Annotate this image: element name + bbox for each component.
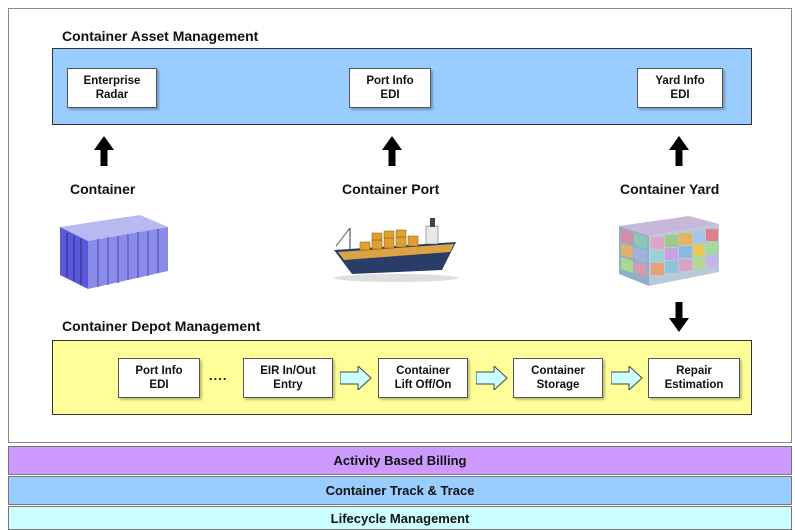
enterprise-radar-box: Enterprise Radar (67, 68, 157, 108)
container-storage-box: Container Storage (513, 358, 603, 398)
lifecycle-management-band: Lifecycle Management (8, 506, 792, 530)
flow-arrow-icon-2 (476, 366, 508, 390)
repair-estimation-line2: Estimation (664, 379, 724, 391)
container-label: Container (70, 181, 136, 197)
container-yard-image (619, 216, 719, 286)
asset-port-info-edi-box: Port Info EDI (349, 68, 431, 108)
yard-info-line1: Yard Info (655, 75, 705, 87)
yard-down-arrow-icon (669, 302, 689, 332)
container-port-label: Container Port (342, 181, 440, 197)
lift-off-on-box: Container Lift Off/On (378, 358, 468, 398)
container-track-trace-band: Container Track & Trace (8, 476, 792, 505)
lift-off-on-line1: Container (396, 365, 450, 377)
depot-port-info-edi-box: Port Info EDI (118, 358, 200, 398)
depot-port-info-line1: Port Info (135, 365, 183, 377)
container-storage-line2: Storage (536, 379, 580, 391)
port-up-arrow-icon (382, 136, 402, 166)
repair-estimation-line1: Repair (676, 365, 712, 377)
depot-management-title: Container Depot Management (62, 318, 261, 334)
lift-off-on-line2: Lift Off/On (394, 379, 452, 391)
yard-up-arrow-icon (669, 136, 689, 166)
asset-management-title: Container Asset Management (62, 28, 259, 44)
container-storage-line1: Container (531, 365, 585, 377)
shipping-container-image (60, 215, 168, 289)
flow-arrow-icon-3 (611, 366, 643, 390)
cargo-ship-image (334, 218, 458, 282)
eir-entry-box: EIR In/Out Entry (243, 358, 333, 398)
asset-port-info-line1: Port Info (366, 75, 414, 87)
depot-port-info-line2: EDI (149, 379, 169, 391)
eir-entry-line1: EIR In/Out (260, 365, 316, 377)
activity-based-billing-band: Activity Based Billing (8, 446, 792, 475)
enterprise-radar-line1: Enterprise (83, 75, 141, 87)
repair-estimation-box: Repair Estimation (648, 358, 740, 398)
enterprise-radar-line2: Radar (95, 89, 129, 101)
eir-entry-line2: Entry (273, 379, 303, 391)
container-yard-label: Container Yard (620, 181, 720, 197)
asset-port-info-line2: EDI (380, 89, 400, 101)
yard-info-edi-box: Yard Info EDI (637, 68, 723, 108)
yard-info-line2: EDI (670, 89, 690, 101)
flow-arrow-icon-1 (340, 366, 372, 390)
container-up-arrow-icon (94, 136, 114, 166)
ellipsis-dots: .... (209, 368, 228, 383)
